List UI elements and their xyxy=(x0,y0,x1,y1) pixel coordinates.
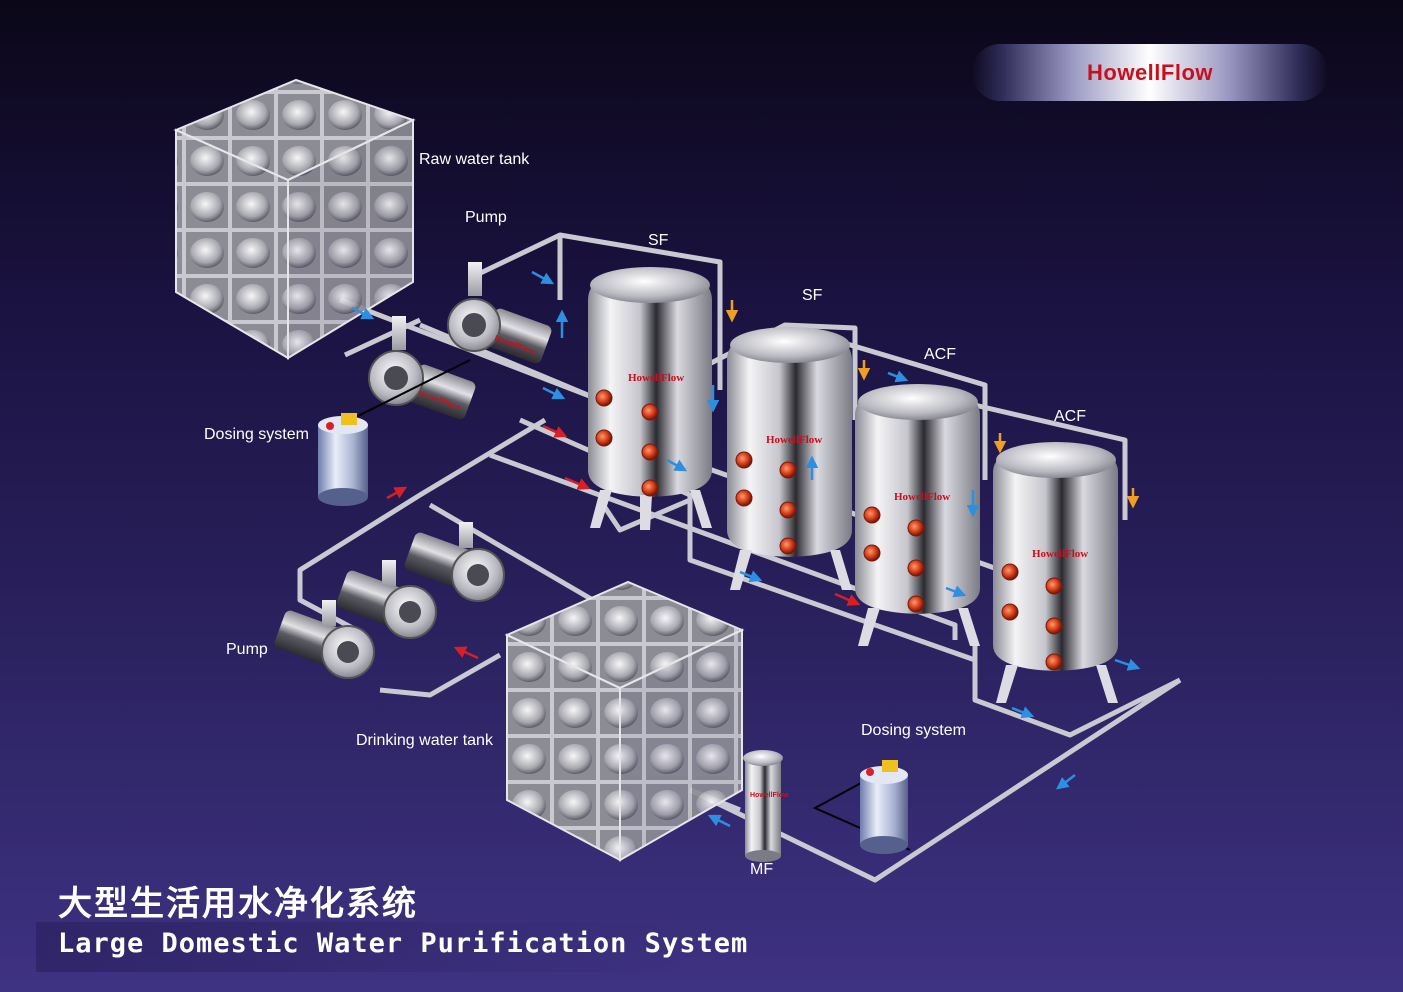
vessel-brand-sf2: HowellFlow xyxy=(766,434,822,446)
label-mf: MF xyxy=(750,861,774,878)
sf-vessel-2 xyxy=(727,327,852,590)
drinking-water-tank xyxy=(504,580,745,862)
title-chinese: 大型生活用水净化系统 xyxy=(58,884,418,924)
acf-vessel-2 xyxy=(993,442,1118,703)
dosing-system-right xyxy=(812,760,911,854)
label-sf-2: SF xyxy=(802,287,823,304)
label-dosing-right: Dosing system xyxy=(861,722,966,739)
mf-brand: HowellFlow xyxy=(750,792,789,799)
title-band xyxy=(36,922,686,972)
label-acf-1: ACF xyxy=(924,346,956,363)
pump-bottom-3 xyxy=(274,600,375,679)
label-acf-2: ACF xyxy=(1054,408,1086,425)
brand-logo: HowellFlow xyxy=(1087,59,1213,85)
pump-bottom-2 xyxy=(336,560,437,639)
brand-banner: HowellFlow xyxy=(972,44,1328,101)
dosing-system-left xyxy=(318,359,471,506)
sf-vessel-1 xyxy=(588,267,712,530)
acf-vessel-1 xyxy=(855,384,980,646)
label-pump-top: Pump xyxy=(465,209,507,226)
label-raw-water-tank: Raw water tank xyxy=(419,151,530,168)
vessel-brand-acf2: HowellFlow xyxy=(1032,548,1088,560)
title-english: Large Domestic Water Purification System xyxy=(58,928,749,959)
label-pump-bottom: Pump xyxy=(226,641,268,658)
label-dosing-left: Dosing system xyxy=(204,426,309,443)
pump-top-2: HowellFlow xyxy=(368,316,476,420)
mf-cartridge-filter: HowellFlow xyxy=(743,750,789,862)
vessel-brand-acf1: HowellFlow xyxy=(894,491,950,503)
label-drinking-water-tank: Drinking water tank xyxy=(356,732,493,749)
valve-manifold xyxy=(595,389,1063,671)
vessel-brand-sf1: HowellFlow xyxy=(628,372,684,384)
label-sf-1: SF xyxy=(648,232,669,249)
pump-bottom-1 xyxy=(404,522,505,602)
raw-water-tank xyxy=(173,78,416,360)
flow-arrows xyxy=(351,270,1141,828)
pump-top-1: HowellFlow xyxy=(447,262,552,364)
